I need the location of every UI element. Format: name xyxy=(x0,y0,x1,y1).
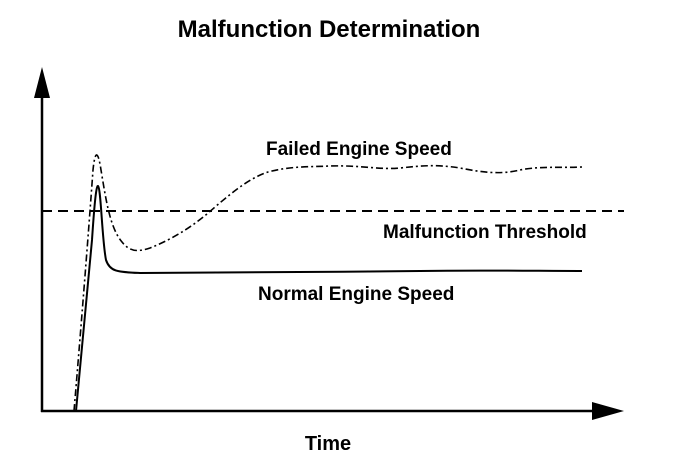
normal-engine-speed-curve xyxy=(75,184,583,412)
normal-engine-speed-label: Normal Engine Speed xyxy=(258,284,454,305)
failed-engine-speed-curve xyxy=(73,154,583,412)
x-axis-label: Time xyxy=(305,433,351,455)
diagram-title: Malfunction Determination xyxy=(178,16,481,43)
x-axis-arrowhead xyxy=(592,402,624,420)
failed-engine-speed-label: Failed Engine Speed xyxy=(266,139,452,160)
malfunction-threshold-label: Malfunction Threshold xyxy=(383,222,587,243)
y-axis-arrowhead xyxy=(34,67,50,98)
